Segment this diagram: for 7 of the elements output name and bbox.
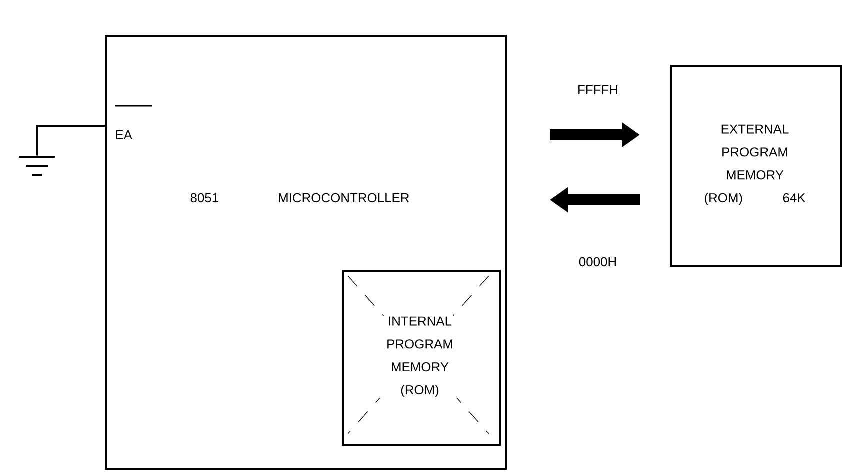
wire [36, 125, 105, 156]
ground-symbol [18, 156, 56, 176]
edge-label: 0000H [579, 257, 616, 267]
pin-label: EA [115, 105, 152, 140]
edge-label: FFFFH [578, 86, 618, 94]
memory-box: EXTERNAL PROGRAM MEMORY (ROM) 64K [670, 65, 842, 267]
memory-box: INTERNAL PROGRAM MEMORY (ROM) [342, 270, 501, 446]
